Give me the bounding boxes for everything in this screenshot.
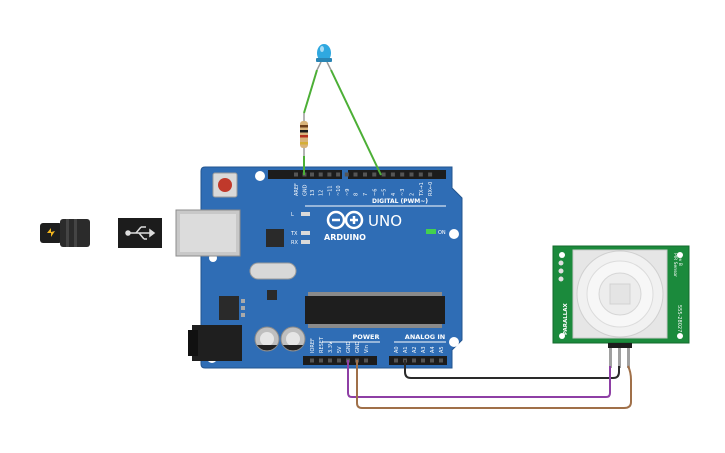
usb-port	[175, 209, 241, 257]
power-header[interactable]	[303, 356, 377, 365]
usb-cable[interactable]	[40, 218, 162, 248]
top-pin-label: 12	[319, 190, 325, 196]
power-pin-label: 5V	[337, 346, 343, 353]
digital-header-label: DIGITAL (PWM~)	[372, 198, 428, 205]
power-jack	[188, 325, 242, 361]
wire-signal[interactable]	[404, 360, 620, 379]
top-pin-hole[interactable]	[327, 172, 332, 177]
top-pin-hole[interactable]	[363, 172, 367, 177]
jumper	[558, 260, 564, 282]
top-pin-hole[interactable]	[409, 172, 414, 177]
wire-led[interactable]	[303, 69, 382, 176]
top-pin-label: RX←0	[428, 182, 434, 196]
power-pin-label: GND	[355, 341, 361, 353]
on-label: ON	[438, 230, 446, 236]
top-pin-label: 7	[363, 193, 369, 196]
analog-label: ANALOG IN	[405, 333, 445, 341]
led[interactable]	[316, 44, 332, 71]
top-pin-label: GND	[303, 184, 309, 196]
analog-pin-label: A2	[412, 346, 418, 353]
top-pin-label: 8	[354, 193, 360, 196]
top-pin-hole[interactable]	[381, 172, 386, 177]
status-led-label: TX	[290, 231, 298, 237]
top-pin-hole[interactable]	[336, 172, 341, 177]
sensor-right-label-2: Rev B	[677, 253, 683, 266]
power-pin-label: RESET	[319, 336, 325, 353]
reset-button[interactable]	[212, 172, 238, 198]
top-pin-label: 2	[410, 193, 416, 196]
power-pin-label: IOREF	[310, 338, 316, 353]
status-led-label: L	[291, 212, 294, 218]
capacitor	[280, 326, 306, 352]
usb-icon	[125, 226, 156, 240]
top-pin-label: ~5	[382, 189, 388, 196]
arduino-logo	[326, 210, 364, 230]
top-pin-hole[interactable]	[294, 172, 298, 177]
resistor[interactable]	[300, 113, 308, 156]
analog-pin-label: A0	[394, 346, 400, 353]
top-pin-hole[interactable]	[400, 172, 405, 177]
status-led-label: RX	[291, 240, 298, 246]
power-led	[426, 229, 436, 234]
analog-pin-hole[interactable]	[421, 358, 425, 363]
top-pin-hole[interactable]	[372, 172, 377, 177]
capacitor	[254, 326, 280, 352]
pir-sensor[interactable]: PARALLAX PIR Sensor Rev B 555-28027	[552, 245, 690, 368]
lightning-icon	[47, 228, 55, 237]
power-pin-label: Vin	[364, 345, 370, 353]
top-pin-label: 13	[310, 190, 316, 196]
analog-pin-label: A5	[439, 346, 445, 353]
top-pin-hole[interactable]	[318, 172, 323, 177]
analog-pin-hole[interactable]	[412, 358, 416, 363]
analog-pin-hole[interactable]	[439, 358, 443, 363]
power-pin-label: 3.3V	[328, 341, 334, 353]
power-pin-label: GND	[346, 341, 352, 353]
analog-pin-label: A1	[403, 346, 409, 353]
atmega-chip	[305, 292, 445, 328]
power-pin-hole[interactable]	[319, 358, 323, 363]
power-label: POWER	[353, 333, 380, 341]
top-pin-label: ~3	[400, 189, 406, 196]
crystal-oscillator	[249, 262, 297, 280]
analog-pin-hole[interactable]	[394, 358, 398, 363]
power-pin-hole[interactable]	[337, 358, 341, 363]
digital-header[interactable]	[268, 170, 446, 179]
top-pin-hole[interactable]	[353, 172, 358, 177]
top-pin-hole[interactable]	[428, 172, 433, 177]
top-pin-label: ~6	[372, 189, 378, 196]
power-pin-hole[interactable]	[364, 358, 368, 363]
top-pin-label: AREF	[294, 183, 300, 196]
analog-pin-label: A4	[430, 346, 436, 353]
voltage-regulator	[219, 296, 245, 320]
power-pin-hole[interactable]	[310, 358, 314, 363]
usb-chip	[266, 229, 284, 247]
model-label: UNO	[368, 212, 402, 230]
top-pin-hole[interactable]	[310, 172, 314, 177]
status-led	[301, 231, 310, 235]
status-led	[301, 240, 310, 244]
analog-header[interactable]	[389, 356, 447, 365]
top-pin-label: TX→1	[419, 182, 425, 197]
status-led	[301, 212, 310, 216]
analog-pin-label: A3	[421, 346, 427, 353]
power-pin-hole[interactable]	[328, 358, 332, 363]
wire-gnd[interactable]	[356, 360, 632, 409]
sensor-right-label-1: PIR Sensor	[672, 253, 678, 277]
top-pin-label: ~10	[336, 185, 342, 196]
brand-label: ARDUINO	[324, 233, 366, 242]
sensor-right-label-3: 555-28027	[676, 305, 682, 332]
sensor-pins[interactable]	[608, 343, 632, 368]
top-pin-hole[interactable]	[418, 172, 423, 177]
top-pin-hole[interactable]	[344, 172, 349, 177]
top-pin-hole[interactable]	[390, 172, 395, 177]
analog-pin-hole[interactable]	[430, 358, 434, 363]
wire-5v[interactable]	[347, 360, 611, 398]
top-pin-label: 4	[391, 193, 397, 196]
sensor-left-label: PARALLAX	[563, 302, 569, 335]
top-pin-label: ~9	[345, 189, 351, 196]
top-pin-label: ~11	[327, 185, 333, 196]
